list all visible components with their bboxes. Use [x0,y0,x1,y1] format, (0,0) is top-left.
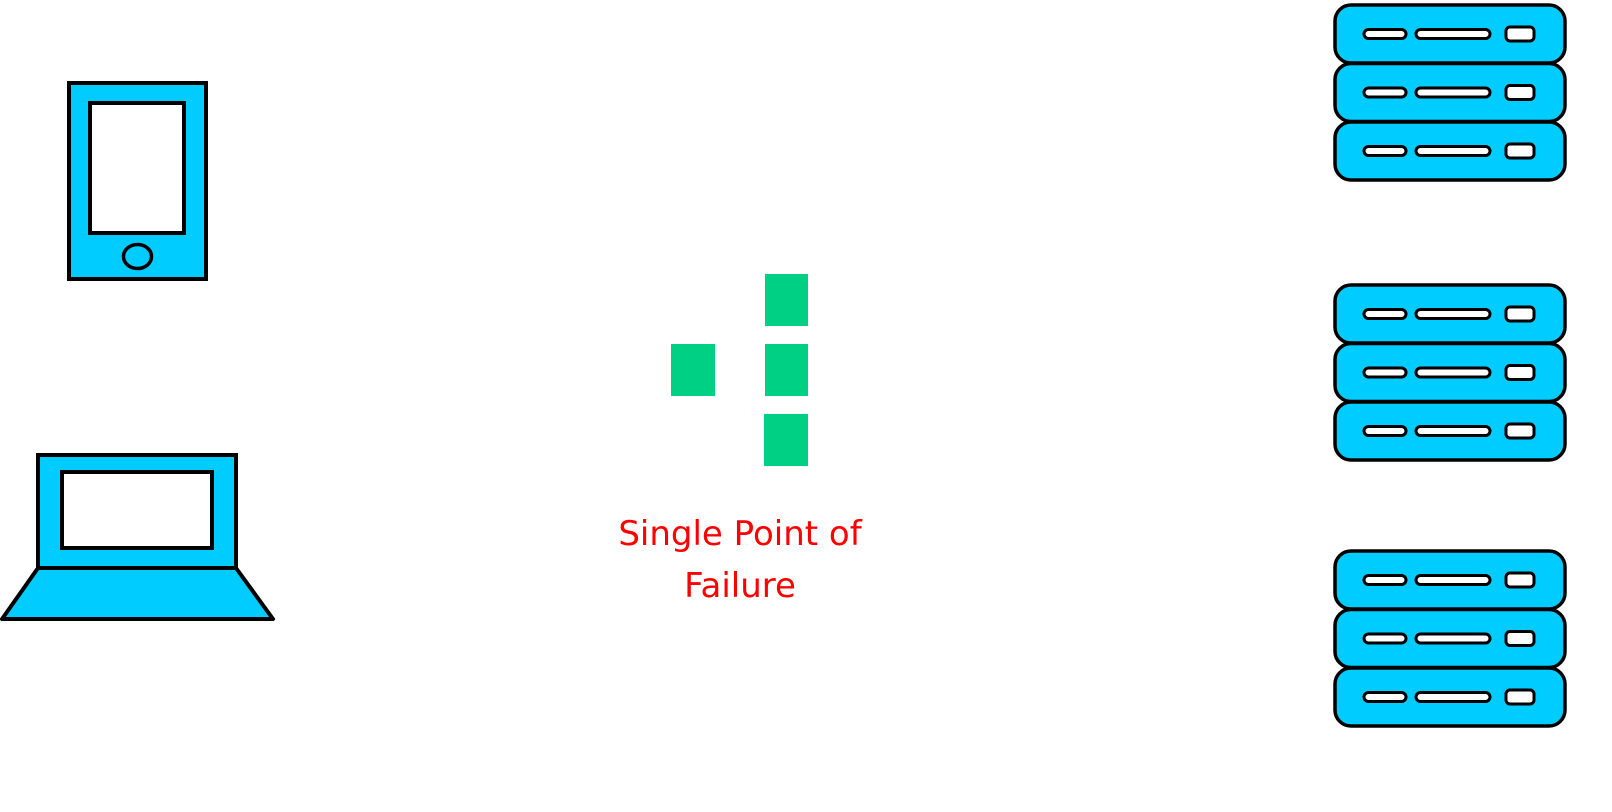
server-slot-short [1362,308,1408,320]
server-slot-long [1414,574,1492,586]
server-stack-icon [1333,283,1567,462]
server-slot-long [1414,145,1492,157]
server-slot-short [1362,28,1408,40]
server-unit [1333,666,1567,728]
server-slot-long [1414,308,1492,320]
node-bottom [764,414,808,466]
caption-line-1: Single Point of [618,514,862,554]
server-slot-short [1362,691,1408,703]
server-unit [1333,400,1567,462]
server-unit [1333,607,1567,670]
server-led [1504,571,1536,589]
server-led [1504,305,1536,323]
caption-line-2: Failure [684,566,796,606]
server-led [1504,630,1536,647]
server-led [1504,142,1536,160]
server-slot-long [1414,425,1492,437]
node-top [765,274,808,326]
node-middle [765,344,808,396]
server-led [1504,364,1536,381]
server-led [1504,688,1536,706]
server-slot-short [1362,632,1408,645]
server-slot-short [1362,425,1408,437]
server-slot-short [1362,574,1408,586]
server-slot-short [1362,145,1408,157]
server-slot-long [1414,632,1492,645]
server-stack-icon [1333,549,1567,728]
server-unit [1333,341,1567,404]
single-point-of-failure-label: Single Point of Failure [560,508,920,612]
server-slot-short [1362,86,1408,99]
server-unit [1333,120,1567,182]
node-left [671,344,715,396]
server-slot-long [1414,366,1492,379]
server-unit [1333,283,1567,345]
server-led [1504,25,1536,43]
server-unit [1333,61,1567,124]
server-unit [1333,3,1567,65]
server-unit [1333,549,1567,611]
server-led [1504,84,1536,101]
server-slot-long [1414,86,1492,99]
server-led [1504,422,1536,440]
laptop-icon [0,453,275,621]
server-slot-short [1362,366,1408,379]
server-slot-long [1414,691,1492,703]
tablet-icon [67,81,208,281]
server-stack-icon [1333,3,1567,182]
server-slot-long [1414,28,1492,40]
